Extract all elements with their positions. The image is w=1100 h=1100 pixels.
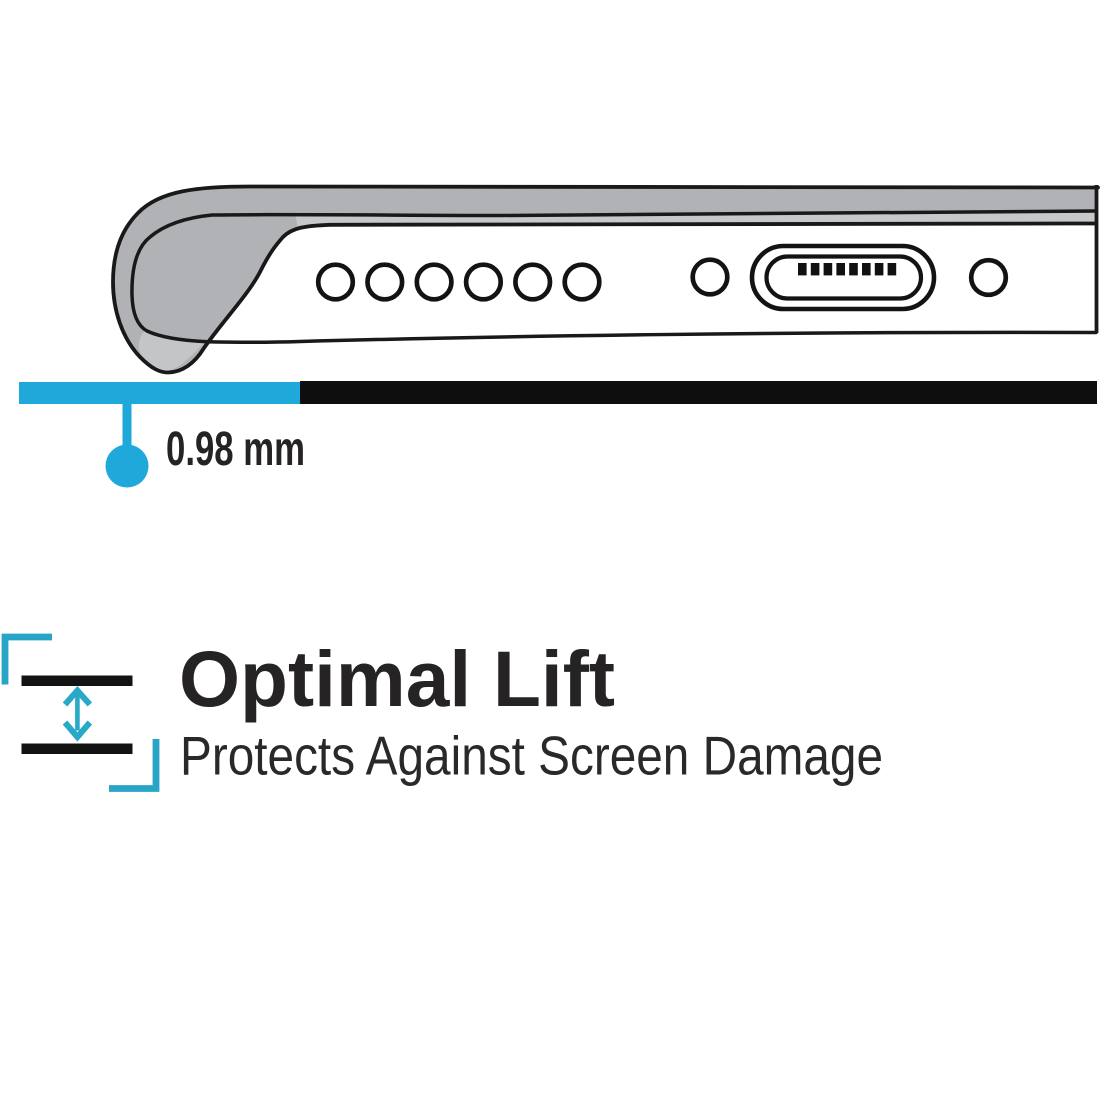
svg-text:Optimal Lift: Optimal Lift	[179, 635, 615, 723]
svg-text:0.98 mm: 0.98 mm	[166, 423, 305, 476]
svg-text:Protects Against Screen Damage: Protects Against Screen Damage	[180, 725, 883, 787]
